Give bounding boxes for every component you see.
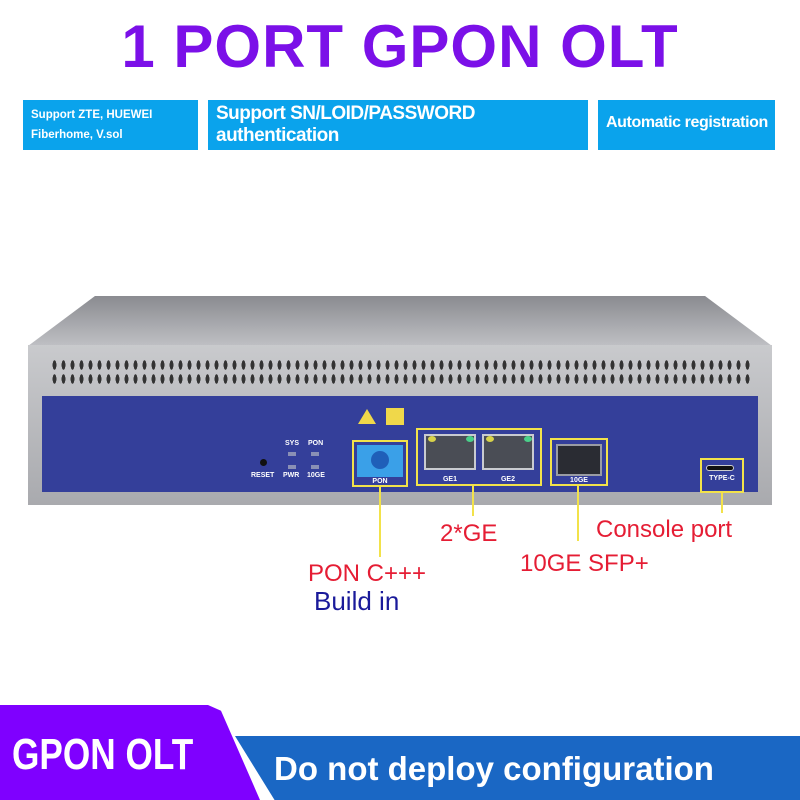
sfp-port-label: 10GE [570, 477, 588, 484]
sys-led-label: SYS [285, 440, 300, 447]
banner-right-text: Do not deploy configuration [274, 750, 714, 787]
ge2-led-yellow [486, 436, 494, 442]
console-callout: Console port [596, 516, 733, 543]
pon-led [311, 452, 319, 456]
10ge-led [311, 465, 319, 469]
ge2-port-label: GE2 [500, 476, 515, 483]
sfp-port[interactable] [556, 444, 602, 476]
console-port[interactable] [706, 465, 734, 471]
page-title: 1 PORT GPON OLT [121, 13, 679, 80]
feature-text: Fiberhome, V.sol [31, 129, 123, 141]
10ge-led-label: 10GE [307, 472, 325, 479]
console-port-label: TYPE-C [709, 475, 735, 482]
feature-vendor-support: Support ZTE, HUEWEI Fiberhome, V.sol [23, 100, 198, 150]
banner-left [0, 705, 260, 800]
ge-callout-line [472, 486, 474, 516]
ge1-led-green [466, 436, 474, 442]
ge1-port-label: GE1 [442, 476, 457, 483]
reset-label: RESET [251, 472, 275, 479]
ge-ports-highlight [416, 428, 542, 486]
laser-warning-icon [358, 409, 376, 424]
device-vents [50, 358, 750, 386]
ge2-led-green [524, 436, 532, 442]
feature-authentication: Support SN/LOID/PASSWORD authentication [208, 100, 588, 150]
banner-left-text: GPON OLT [12, 730, 194, 779]
sfp-callout-line [577, 486, 579, 541]
pon-port-highlight [352, 440, 408, 487]
pon-callout-line [379, 487, 381, 557]
banner-right [235, 736, 800, 800]
feature-registration: Automatic registration [598, 100, 775, 150]
console-port-highlight [700, 458, 744, 493]
sys-led [288, 452, 296, 456]
console-callout-line [721, 493, 723, 513]
pon-callout: PON C+++ [308, 560, 427, 587]
pwr-led-label: PWR [283, 472, 300, 479]
pon-port[interactable] [357, 445, 403, 477]
ge-callout: 2*GE [440, 520, 498, 547]
sfp-callout: 10GE SFP+ [520, 550, 649, 577]
pwr-led [288, 465, 296, 469]
feature-text: Support ZTE, HUEWEI [31, 109, 153, 121]
ge1-led-yellow [428, 436, 436, 442]
pon-port-label: PON [372, 478, 388, 485]
laser-label-icon [386, 408, 404, 425]
device-top-cover [28, 296, 772, 346]
pon-led-label: PON [308, 440, 324, 447]
sfp-port-highlight [550, 438, 608, 486]
reset-button[interactable] [260, 459, 267, 466]
pon-callout-sub: Build in [314, 586, 400, 616]
